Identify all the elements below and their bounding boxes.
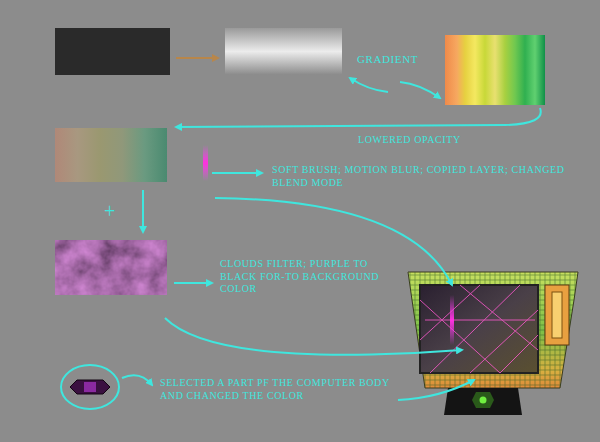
highlight-circle (61, 365, 119, 409)
computer-monitor (408, 272, 578, 415)
hex-part-inner (84, 382, 96, 392)
clouds-layer (55, 240, 167, 295)
lowered-opacity-layer (55, 128, 167, 182)
annotation-label: SELECTED A PART PF THE COMPUTER BODY AND… (160, 377, 395, 402)
annotation-label: LOWERED OPACITY (358, 134, 518, 147)
annotation-label: CLOUDS FILTER; PURPLE TO BLACK FOR-TO BA… (220, 258, 402, 296)
magenta-streak (203, 145, 208, 181)
hex-part (70, 380, 110, 394)
arrows (122, 58, 541, 400)
clouds-texture (55, 240, 167, 295)
plus-sign: + (104, 199, 116, 224)
dark-layer (55, 28, 170, 75)
color-stripes (445, 35, 545, 105)
gray-gradient (225, 28, 342, 75)
annotation-label: SOFT BRUSH; MOTION BLUR; COPIED LAYER; C… (272, 164, 572, 189)
annotation-label: GRADIENT (357, 53, 447, 67)
